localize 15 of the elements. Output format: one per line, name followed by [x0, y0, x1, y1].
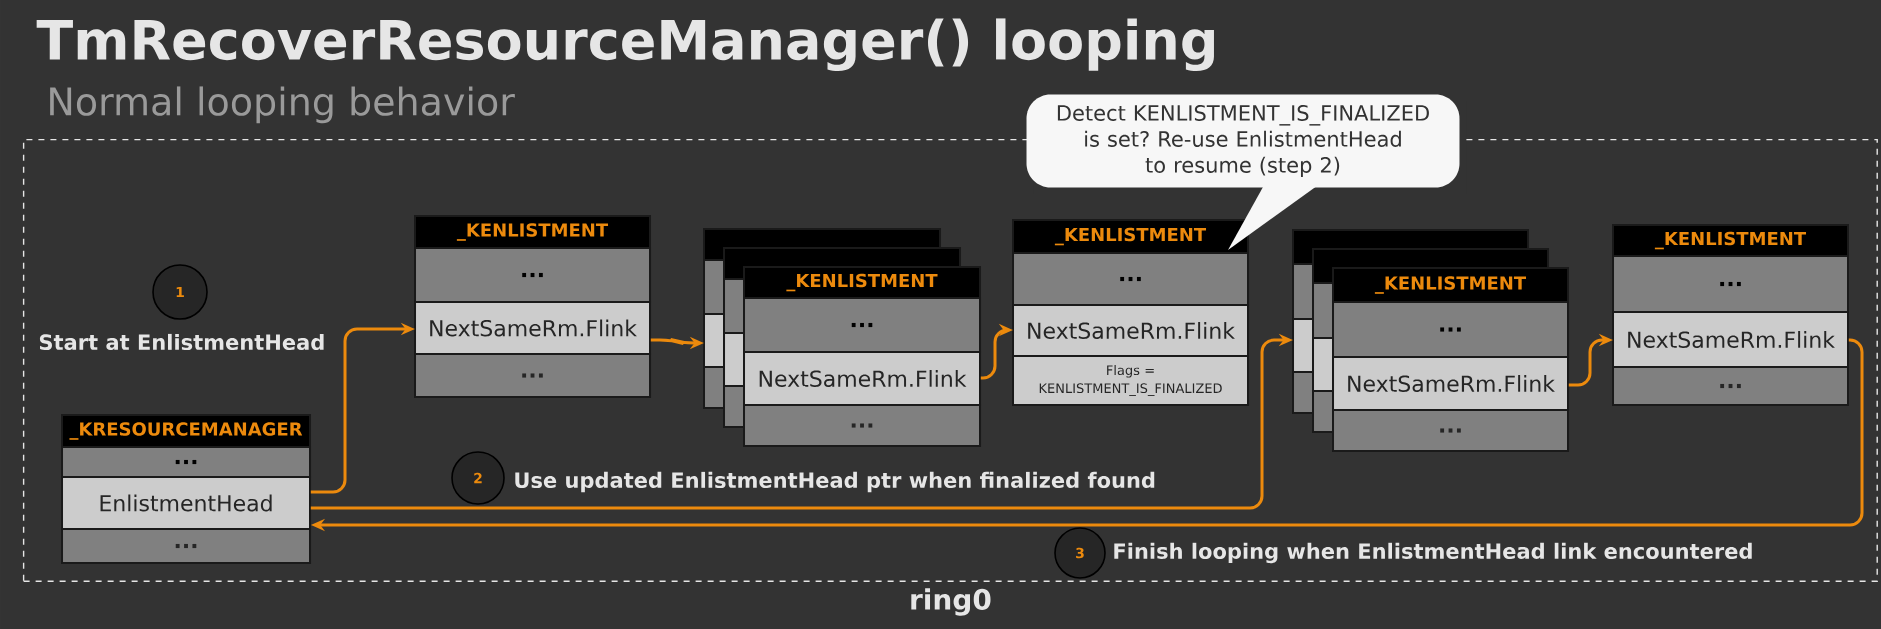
- struct-table: _KENLISTMENT ... NextSameRm.Flink Flags = KENLISTMENT_IS_FINALIZED: [1012, 219, 1249, 406]
- title: TmRecoverResourceManager() looping: [36, 18, 1214, 72]
- struct-stack: _KENLISTMENT ... NextSameRm.Flink ...: [703, 228, 981, 447]
- node-label: Detect KENLISTMENT_IS_FINALIZED is set? Re-use EnlistmentHead to resume (step 2): [1057, 105, 1429, 177]
- struct-table: _KENLISTMENT ... NextSameRm.Flink ...: [414, 215, 651, 398]
- node-label: ...: [1440, 428, 1461, 433]
- frame-label: ring0: [911, 588, 991, 616]
- struct-table: _KENLISTMENT ... NextSameRm.Flink ...: [1612, 224, 1849, 406]
- struct-stack: _KENLISTMENT ... NextSameRm.Flink ...: [1292, 229, 1569, 452]
- step-label: Finish looping when EnlistmentHead link encountered: [1114, 542, 1752, 564]
- struct-table: _KRESOURCEMANAGER ... EnlistmentHead ...: [61, 414, 311, 564]
- subtitle: Normal looping behavior: [50, 86, 515, 124]
- step-label: Use updated EnlistmentHead ptr when finalized found: [515, 471, 1155, 493]
- node-label: ...: [851, 423, 873, 428]
- step-label: Start at EnlistmentHead: [39, 333, 324, 351]
